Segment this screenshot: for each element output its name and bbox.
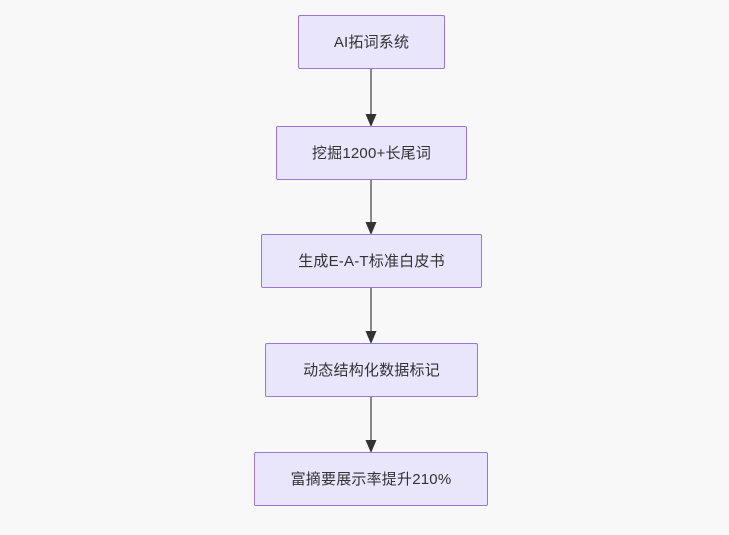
edge-n2-n3: [356, 177, 386, 238]
edge-n4-n5: [356, 394, 386, 456]
edge-arrowhead: [365, 331, 377, 344]
flowchart-node-ai-keyword-system[interactable]: AI拓词系统: [298, 15, 445, 69]
edge-arrowhead: [365, 440, 377, 453]
edge-arrowhead: [365, 114, 377, 127]
node-label: 挖掘1200+长尾词: [311, 144, 432, 162]
edge-n3-n4: [356, 285, 386, 347]
node-label: 动态结构化数据标记: [303, 361, 440, 379]
flowchart-node-dynamic-structured-data-markup[interactable]: 动态结构化数据标记: [265, 343, 478, 397]
flowchart-node-generate-eat-whitepaper[interactable]: 生成E-A-T标准白皮书: [261, 234, 482, 288]
node-label: 生成E-A-T标准白皮书: [298, 252, 445, 270]
edge-arrowhead: [365, 222, 377, 235]
edge-n1-n2: [356, 66, 386, 130]
flowchart-node-rich-snippet-impression-lift[interactable]: 富摘要展示率提升210%: [254, 452, 488, 506]
node-label: 富摘要展示率提升210%: [290, 470, 452, 488]
node-label: AI拓词系统: [333, 33, 410, 51]
flowchart-node-mine-longtail-keywords[interactable]: 挖掘1200+长尾词: [276, 126, 467, 180]
